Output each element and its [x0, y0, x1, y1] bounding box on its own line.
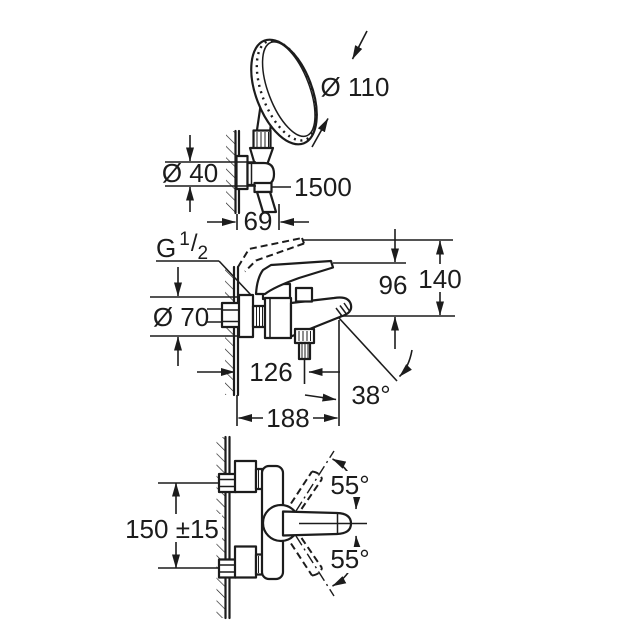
- dim-label-holder-projection: 69: [244, 206, 273, 236]
- lever-swung-down-dashed: [290, 535, 335, 597]
- diverter-knob: [294, 286, 314, 303]
- wall-line: [224, 435, 231, 620]
- dim-label-escutcheon-diameter: Ø 70: [153, 302, 209, 332]
- dim-label-spout-projection: 188: [266, 403, 309, 433]
- mixer-body: [263, 296, 293, 340]
- dimension-lever-swing-up: 55°: [329, 458, 371, 510]
- wall-line: [232, 265, 240, 397]
- dim-label-connection-centers: 150 ±15: [125, 514, 219, 544]
- dimension-spout-projection: 188: [238, 320, 340, 433]
- mixer-top-view: 55° 55° 150 ±15: [124, 435, 371, 620]
- dim-label-hose-length: 1500: [294, 172, 352, 202]
- dim-label-lever-open-height: 140: [418, 264, 461, 294]
- shower-head: [250, 38, 318, 146]
- dim-label-lever-swing-up: 55°: [330, 470, 369, 500]
- holder-arm: [246, 161, 276, 187]
- dimension-escutcheon-diameter: Ø 70: [150, 267, 238, 366]
- hose-nut: [253, 181, 273, 194]
- reference-lines: [303, 239, 455, 317]
- dimension-lever-swing-down: 55°: [329, 535, 371, 587]
- lever-swung-up-dashed: [290, 450, 335, 512]
- dimension-spray-angle: 38°: [304, 317, 413, 410]
- lower-s-union: [217, 545, 267, 579]
- lever-neutral: [281, 510, 367, 537]
- dim-label-lever-height: 96: [379, 270, 408, 300]
- dim-label-holder-diameter: Ø 40: [162, 158, 218, 188]
- wall-hatching: [226, 131, 236, 213]
- dim-label-spray-angle: 38°: [351, 380, 390, 410]
- dimension-holder-projection: 69: [207, 204, 309, 236]
- dim-label-shower-outlet-offset: 126: [249, 357, 292, 387]
- shower-hose: [255, 190, 278, 214]
- holder-escutcheon: [235, 154, 249, 191]
- threaded-adapter: [251, 304, 267, 329]
- shower-outlet-connector: [293, 327, 316, 384]
- lever-closed: [254, 259, 335, 296]
- dimension-connection-centers: 150 ±15: [124, 482, 222, 569]
- dimension-shower-outlet-offset: 126: [197, 357, 340, 387]
- escutcheon: [237, 293, 255, 339]
- dim-label-head-diameter: Ø 110: [321, 72, 390, 102]
- dimension-head-diameter: Ø 110: [311, 30, 390, 148]
- union-nut: [220, 301, 242, 329]
- dimension-lever-open-height: 140: [418, 240, 462, 316]
- hand-shower-view: Ø 110 Ø 40 1500 69: [162, 30, 390, 236]
- supply-pipe-stub: [207, 308, 222, 323]
- wall-hatching: [225, 267, 234, 395]
- hose-connector-nut: [252, 129, 272, 150]
- dimension-holder-diameter: Ø 40: [162, 135, 256, 212]
- dimension-lever-height: 96: [379, 229, 408, 349]
- dim-label-lever-swing-down: 55°: [330, 544, 369, 574]
- dimension-hose-length: 1500: [272, 172, 352, 202]
